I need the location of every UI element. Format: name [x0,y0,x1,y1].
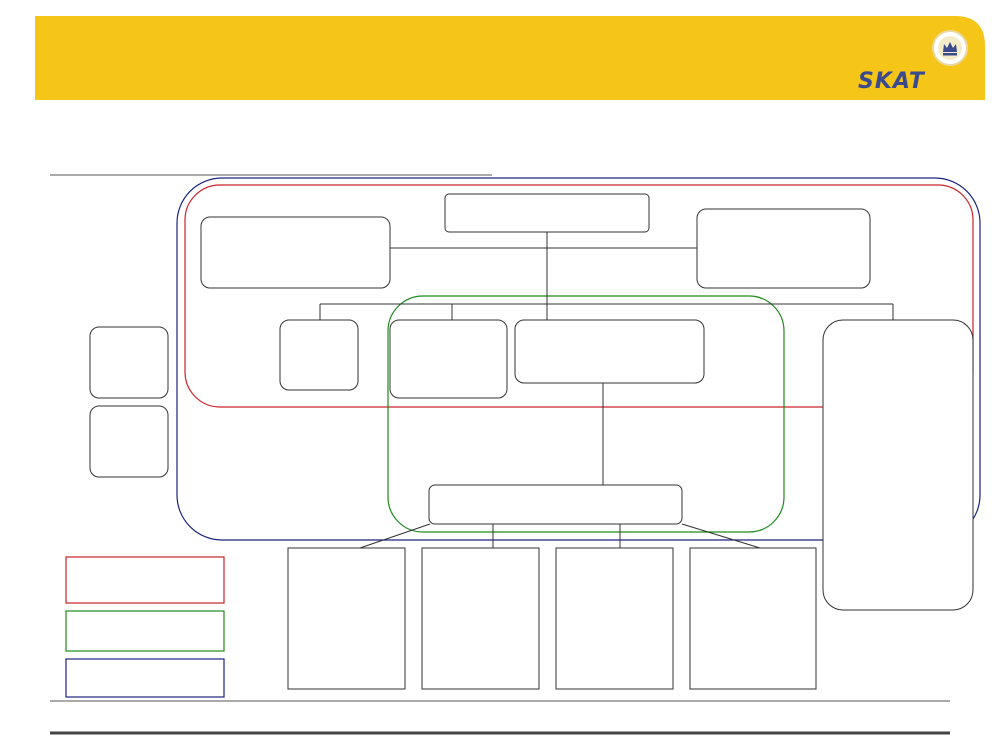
box-unit-2 [389,319,508,399]
header-band [35,16,985,100]
connectors [319,232,894,549]
brand-logo: SKAT [858,69,925,94]
box-side-1 [89,326,169,399]
frame-green [387,295,785,533]
box-unit-4 [822,319,974,611]
box-left-staff [200,216,391,289]
box-sub-2 [421,547,540,690]
box-unit-3 [514,319,705,384]
legend-blue [65,658,225,698]
box-sub-4 [689,547,817,690]
box-unit-1 [279,319,359,391]
box-middle [428,484,683,525]
legend-red [65,556,225,604]
box-sub-3 [555,547,674,690]
box-top [444,193,650,233]
frame-blue [176,177,981,541]
box-side-2 [89,405,169,478]
box-sub-1 [287,547,406,690]
crown-logo-icon [932,30,968,66]
legend-green [65,610,225,652]
box-right-staff [696,208,871,289]
frame-red [184,184,974,408]
